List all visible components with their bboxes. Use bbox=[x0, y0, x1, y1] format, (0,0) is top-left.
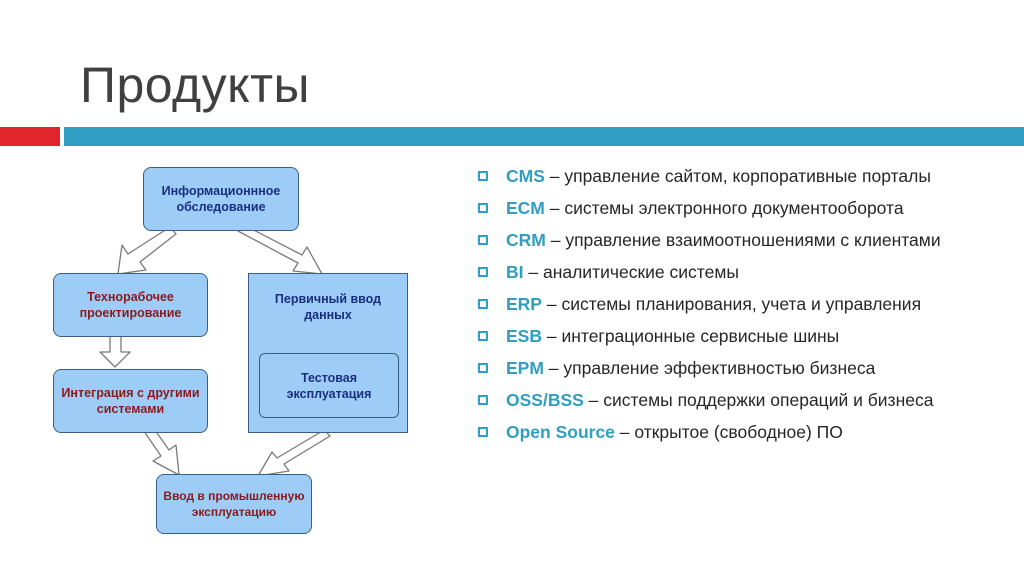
square-bullet-icon bbox=[478, 427, 488, 437]
process-diagram: Информационнное обследование Технорабоче… bbox=[0, 150, 440, 550]
square-bullet-icon bbox=[478, 395, 488, 405]
bullet-oss-bss: OSS/BSS – системы поддержки операций и б… bbox=[478, 388, 1008, 412]
bullet-description: – системы планирования, учета и управлен… bbox=[541, 294, 922, 314]
bullet-cms: CMS – управление сайтом, корпоративные п… bbox=[478, 164, 1008, 188]
bullet-term: CMS bbox=[506, 166, 545, 186]
bullet-description: – системы электронного документооборота bbox=[544, 198, 904, 218]
bullet-esb: ESB – интеграционные сервисные шины bbox=[478, 324, 1008, 348]
bullet-term: EPM bbox=[506, 358, 544, 378]
box-test-operation-label: Тестовая эксплуатация bbox=[286, 370, 372, 401]
bullet-description: – управление сайтом, корпоративные порта… bbox=[544, 166, 931, 186]
box-integration-label: Интеграция с другими системами bbox=[61, 386, 200, 416]
title-rule-blue bbox=[64, 127, 1024, 146]
box-information-survey-label: Информационнное обследование bbox=[161, 184, 281, 214]
box-primary-data-entry-label: Первичный ввод данных bbox=[274, 292, 382, 322]
bullet-description: – интеграционные сервисные шины bbox=[541, 326, 840, 346]
bullet-term: OSS/BSS bbox=[506, 390, 584, 410]
bullet-erp: ERP – системы планирования, учета и упра… bbox=[478, 292, 1008, 316]
square-bullet-icon bbox=[478, 267, 488, 277]
arrow-1-4 bbox=[237, 224, 323, 275]
bullet-term: Open Source bbox=[506, 422, 615, 442]
bullet-term: BI bbox=[506, 262, 524, 282]
bullet-description: – управление эффективностью бизнеса bbox=[543, 358, 876, 378]
bullet-term: ECM bbox=[506, 198, 545, 218]
box-production-launch: Ввод в промышленную эксплуатацию bbox=[156, 474, 312, 534]
product-bullet-list: CMS – управление сайтом, корпоративные п… bbox=[478, 164, 1008, 452]
slide-title: Продукты bbox=[80, 57, 310, 113]
box-integration: Интеграция с другими системами bbox=[53, 369, 208, 433]
arrow-2-3 bbox=[99, 335, 131, 368]
square-bullet-icon bbox=[478, 171, 488, 181]
box-technical-design: Технорабочее проектирование bbox=[53, 273, 208, 337]
bullet-ecm: ECM – системы электронного документообор… bbox=[478, 196, 1008, 220]
title-rule-red bbox=[0, 127, 60, 146]
bullet-term: CRM bbox=[506, 230, 546, 250]
bullet-description: – системы поддержки операций и бизнеса bbox=[583, 390, 934, 410]
box-test-operation: Тестовая эксплуатация bbox=[259, 353, 399, 418]
bullet-description: – аналитические системы bbox=[523, 262, 739, 282]
bullet-open-source: Open Source – открытое (свободное) ПО bbox=[478, 420, 1008, 444]
arrow-1-2 bbox=[117, 226, 177, 275]
square-bullet-icon bbox=[478, 331, 488, 341]
arrow-4-6 bbox=[257, 429, 331, 477]
box-production-launch-label: Ввод в промышленную эксплуатацию bbox=[163, 489, 305, 519]
square-bullet-icon bbox=[478, 203, 488, 213]
bullet-description: – управление взаимоотношениями с клиента… bbox=[545, 230, 941, 250]
bullet-term: ESB bbox=[506, 326, 542, 346]
box-technical-design-label: Технорабочее проектирование bbox=[79, 290, 182, 320]
bullet-bi: BI – аналитические системы bbox=[478, 260, 1008, 284]
bullet-term: ERP bbox=[506, 294, 542, 314]
bullet-description: – открытое (свободное) ПО bbox=[614, 422, 843, 442]
box-information-survey: Информационнное обследование bbox=[143, 167, 299, 231]
square-bullet-icon bbox=[478, 363, 488, 373]
square-bullet-icon bbox=[478, 299, 488, 309]
bullet-crm: CRM – управление взаимоотношениями с кли… bbox=[478, 228, 1008, 252]
bullet-epm: EPM – управление эффективностью бизнеса bbox=[478, 356, 1008, 380]
square-bullet-icon bbox=[478, 235, 488, 245]
